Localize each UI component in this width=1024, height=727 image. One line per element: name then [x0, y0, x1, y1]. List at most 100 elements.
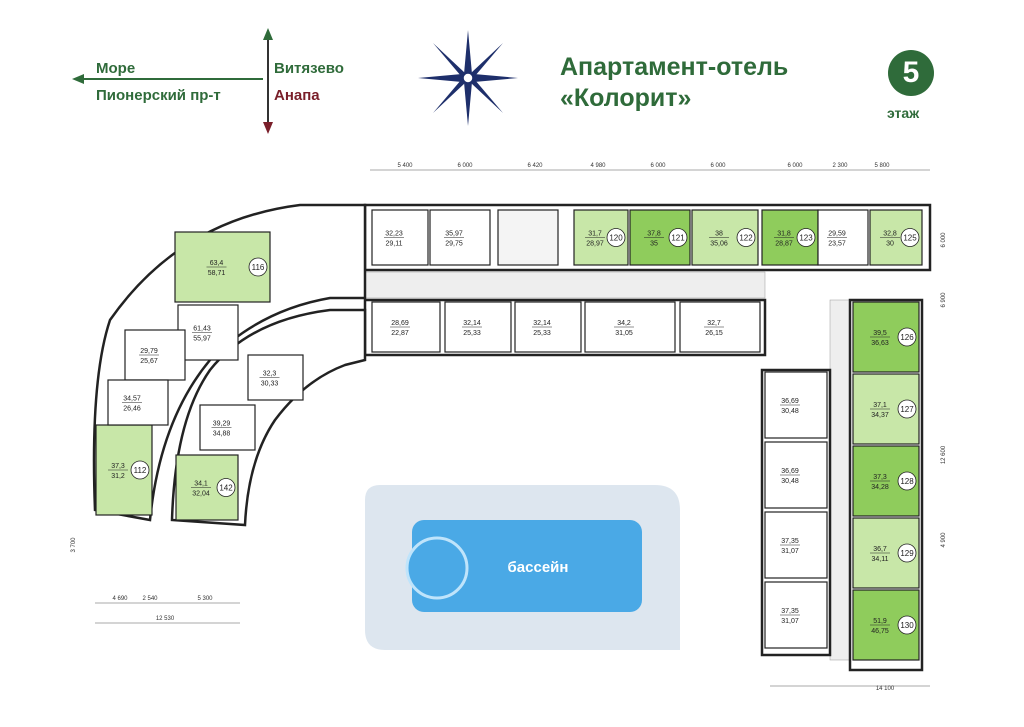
unit-area: 38	[715, 231, 723, 238]
unit-living-area: 34,11	[872, 556, 889, 563]
dimension-label-bottom: 5 300	[197, 596, 213, 602]
unit-number-badge	[900, 228, 920, 247]
unit-number-badge	[897, 399, 917, 419]
direction-sea: Море	[96, 60, 136, 77]
unit-living-area: 34,37	[871, 412, 889, 419]
apartment-unit[interactable]: 32,726,15	[679, 301, 761, 353]
apartment-unit[interactable]: 32,14 25,33	[444, 301, 512, 353]
unit-area: 32,7	[707, 320, 721, 327]
dimension-label-top: 6 000	[457, 163, 473, 169]
unit-number-badge	[897, 615, 917, 635]
dimension-label-side: 6 900	[941, 292, 947, 308]
unit-area: 31,7	[588, 231, 602, 238]
apartment-unit[interactable]: 51,9 46,75	[852, 589, 920, 661]
unit-area: 37,3	[873, 474, 887, 481]
dimension-label-side: 3 700	[71, 537, 77, 553]
unit-area: 29,59	[828, 231, 846, 238]
hotel-title-line1: Апартамент-отель	[560, 53, 789, 81]
unit-living-area: 29,75	[445, 241, 463, 248]
unit-number: 122	[739, 234, 753, 243]
unit-living-area: 25,33	[463, 330, 481, 337]
unit-living-area: 31,07	[781, 548, 799, 555]
unit-area: 32,14	[533, 320, 551, 327]
dimension-label-bottom: 12 530	[156, 616, 175, 622]
apartment-unit[interactable]: 36,69 30,48	[764, 441, 828, 509]
unit-number-badge	[897, 327, 917, 347]
unit-living-area: 30	[886, 241, 894, 248]
dimension-label-bottom: 2 540	[142, 596, 158, 602]
dimension-label-top: 5 400	[397, 163, 413, 169]
unit-number-badge	[736, 228, 756, 247]
dimension-label-top: 5 800	[874, 163, 890, 169]
hotel-title: Апартамент-отель «Колорит»	[560, 52, 788, 114]
unit-area: 37,8	[647, 231, 661, 238]
unit-area: 37,1	[873, 402, 887, 409]
unit-living-area: 31,07	[781, 618, 799, 625]
dimension-label-side: 12 600	[941, 445, 947, 464]
unit-number-badge	[130, 460, 150, 480]
unit-number: 130	[900, 621, 914, 630]
apartment-unit[interactable]: 39,29 34,88	[199, 404, 256, 451]
unit-area: 39,5	[873, 330, 887, 337]
apartment-unit[interactable]: 37,35 31,07	[764, 581, 828, 649]
unit-area: 29,79	[140, 348, 158, 355]
unit-living-area: 30,48	[781, 478, 799, 485]
unit-area: 37,3	[111, 463, 125, 470]
unit-living-area: 36,63	[871, 340, 889, 347]
unit-living-area: 30,33	[261, 381, 279, 388]
unit-area: 63,4	[210, 260, 224, 267]
apartment-unit[interactable]: 61,43 55,97	[177, 304, 239, 361]
unit-area: 34,1	[194, 481, 208, 488]
dimension-label-top: 6 000	[650, 163, 666, 169]
unit-area: 39,29	[213, 421, 231, 428]
unit-number: 125	[903, 234, 917, 243]
pool	[412, 520, 642, 612]
apartment-unit[interactable]: 34,231,05	[584, 301, 676, 353]
floor-number-badge: 5	[888, 50, 934, 96]
header: Море Пионерский пр-т Витязево Анапа Апар…	[0, 0, 1024, 150]
unit-number-badge	[897, 471, 917, 491]
unit-living-area: 31,2	[111, 473, 125, 480]
unit-number: 142	[219, 484, 233, 493]
unit-living-area: 32,04	[192, 491, 210, 498]
unit-living-area: 55,97	[193, 336, 211, 343]
unit-living-area: 29,11	[386, 241, 403, 248]
unit-living-area: 58,71	[208, 270, 226, 277]
unit-living-area: 46,75	[871, 628, 889, 635]
unit-living-area: 31,05	[615, 330, 633, 337]
unit-living-area: 25,33	[533, 330, 551, 337]
apartment-unit[interactable]: 32,23 29,11	[371, 209, 429, 266]
unit-number: 129	[900, 549, 914, 558]
unit-area: 32,14	[463, 320, 481, 327]
unit-area: 51,9	[873, 618, 887, 625]
apartment-unit[interactable]: 32,330,33	[247, 354, 304, 401]
dimension-label-top: 2 300	[832, 163, 848, 169]
unit-living-area: 34,88	[213, 431, 231, 438]
unit-area: 37,35	[781, 608, 799, 615]
compass-rose-icon	[418, 30, 518, 126]
unit-number-badge	[606, 228, 626, 247]
unit-area: 61,43	[193, 326, 211, 333]
floor-label: этаж	[887, 105, 920, 121]
unit-living-area: 22,87	[391, 330, 409, 337]
west-arrow-icon	[72, 74, 84, 84]
unit-area: 32,23	[385, 231, 403, 238]
unit-living-area: 34,28	[871, 484, 889, 491]
unit-number-badge	[248, 257, 268, 277]
apartment-unit[interactable]: 32,14 25,33	[514, 301, 582, 353]
unit-number: 121	[671, 234, 685, 243]
north-arrow-icon	[263, 28, 273, 40]
direction-vityazevo: Витязево	[274, 60, 344, 77]
dimension-label-top: 6 000	[710, 163, 726, 169]
dimension-label-side: 6 000	[941, 232, 947, 248]
unit-area: 36,69	[781, 468, 799, 475]
unit-number: 120	[609, 234, 623, 243]
